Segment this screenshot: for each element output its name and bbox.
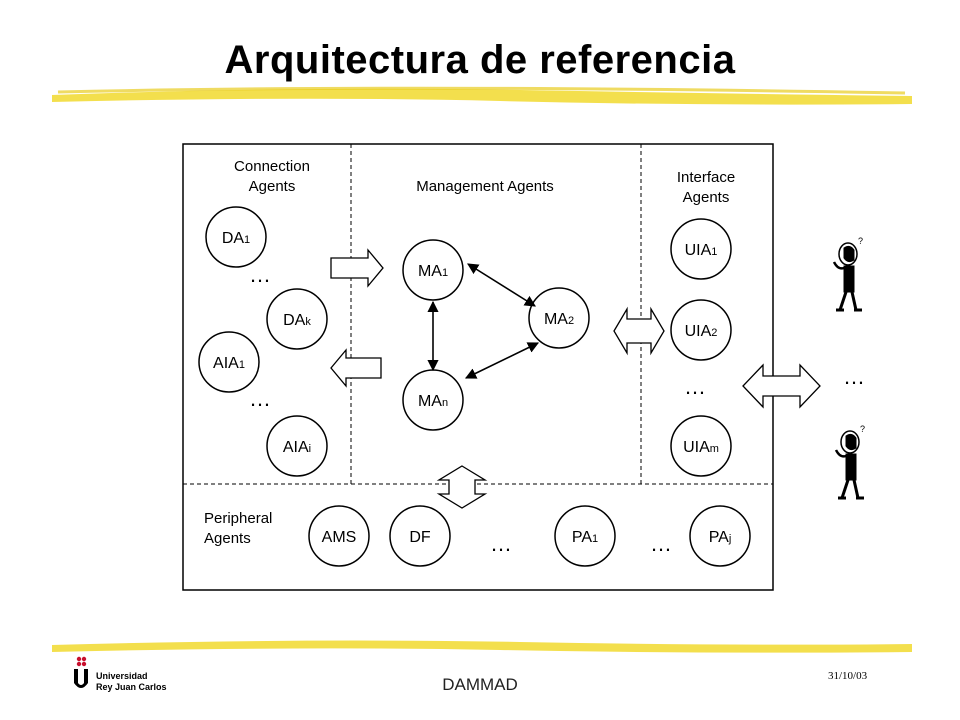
svg-text:DA1: DA1 [222, 230, 250, 247]
arrow-ma1-ma2 [467, 263, 536, 307]
node-ams-label: AMS [322, 529, 357, 546]
ellipsis-peripheral-2: … [650, 531, 672, 556]
node-man-label: MA [418, 393, 442, 410]
node-dak-label: DA [283, 312, 306, 329]
node-dak: DAk [266, 288, 328, 350]
slide-title: Arquitectura de referencia [224, 38, 736, 82]
node-aia1-label: AIA [213, 355, 239, 372]
label-management: Management Agents [416, 178, 554, 195]
node-aia1: AIA1 [198, 331, 260, 393]
question-mark-person-icon: ? [832, 236, 863, 312]
svg-text:UIA1: UIA1 [685, 242, 718, 259]
node-pa1-subscript: 1 [592, 533, 598, 545]
node-df-label: DF [409, 529, 431, 546]
node-man: MAn [402, 369, 464, 431]
logo-line-2: Rey Juan Carlos [96, 682, 167, 692]
ellipsis-users: … [843, 364, 865, 389]
block-arrow-left [330, 348, 382, 388]
svg-text:AIAi: AIAi [283, 439, 311, 456]
svg-text:UIA2: UIA2 [685, 323, 718, 340]
node-da1-label: DA [222, 230, 245, 247]
node-pa1: PA1 [554, 505, 616, 567]
svg-text:MA2: MA2 [544, 311, 574, 328]
node-da1-subscript: 1 [244, 234, 250, 246]
node-uia2-label: UIA [685, 323, 712, 340]
svg-text:PAj: PAj [709, 529, 732, 546]
slide-footer: DAMMAD [442, 675, 518, 694]
node-df: DF [389, 505, 451, 567]
node-aiai: AIAi [266, 415, 328, 477]
label-connection-1: Connection [234, 158, 310, 175]
slide-date: 31/10/03 [828, 670, 868, 682]
node-uiam-subscript: m [710, 443, 719, 455]
node-ma2: MA2 [528, 287, 590, 349]
svg-text:MA1: MA1 [418, 263, 448, 280]
svg-text:AMS: AMS [322, 529, 357, 546]
node-aia1-subscript: 1 [239, 359, 245, 371]
svg-text:DF: DF [409, 529, 431, 546]
label-interface-1: Interface [677, 169, 735, 186]
ellipsis-connection-2: … [249, 386, 271, 411]
svg-text:PA1: PA1 [572, 529, 598, 546]
ellipsis-connection-1: … [249, 262, 271, 287]
ellipsis-interface: … [684, 374, 706, 399]
node-aiai-subscript: i [309, 443, 311, 455]
svg-text:?: ? [858, 236, 863, 246]
svg-text:?: ? [860, 424, 865, 434]
label-connection-2: Agents [249, 178, 296, 195]
node-aiai-label: AIA [283, 439, 309, 456]
label-interface-2: Agents [683, 189, 730, 206]
node-uia1-label: UIA [685, 242, 712, 259]
university-logo-icon [74, 656, 88, 688]
block-arrow-vertical [436, 465, 488, 509]
logo-line-1: Universidad [96, 671, 148, 681]
node-paj: PAj [689, 505, 751, 567]
svg-text:DAk: DAk [283, 312, 311, 329]
node-ma1-label: MA [418, 263, 442, 280]
node-pa1-label: PA [572, 529, 592, 546]
node-ma1: MA1 [402, 239, 464, 301]
arrow-man-ma2 [464, 342, 540, 379]
node-da1: DA1 [205, 206, 267, 268]
node-ma2-subscript: 2 [568, 315, 574, 327]
node-ma2-label: MA [544, 311, 568, 328]
ellipsis-peripheral-1: … [490, 531, 512, 556]
node-dak-subscript: k [305, 316, 311, 328]
node-paj-label: PA [709, 529, 729, 546]
node-uiam: UIAm [670, 415, 732, 477]
question-mark-person-icon: ? [834, 424, 865, 500]
node-uiam-label: UIA [683, 439, 710, 456]
svg-text:UIAm: UIAm [683, 439, 719, 456]
block-arrow-interface-users [742, 363, 821, 409]
node-paj-subscript: j [728, 533, 731, 545]
node-uia1: UIA1 [670, 218, 732, 280]
node-uia1-subscript: 1 [711, 246, 717, 258]
svg-text:AIA1: AIA1 [213, 355, 245, 372]
label-peripheral-2: Agents [204, 530, 251, 547]
node-ams: AMS [308, 505, 370, 567]
node-man-subscript: n [442, 397, 448, 409]
block-arrow-right [330, 248, 384, 288]
node-ma1-subscript: 1 [442, 267, 448, 279]
node-uia2: UIA2 [670, 299, 732, 361]
node-uia2-subscript: 2 [711, 327, 717, 339]
label-peripheral-1: Peripheral [204, 510, 272, 527]
svg-text:MAn: MAn [418, 393, 448, 410]
block-arrow-ma-interface [613, 306, 665, 356]
